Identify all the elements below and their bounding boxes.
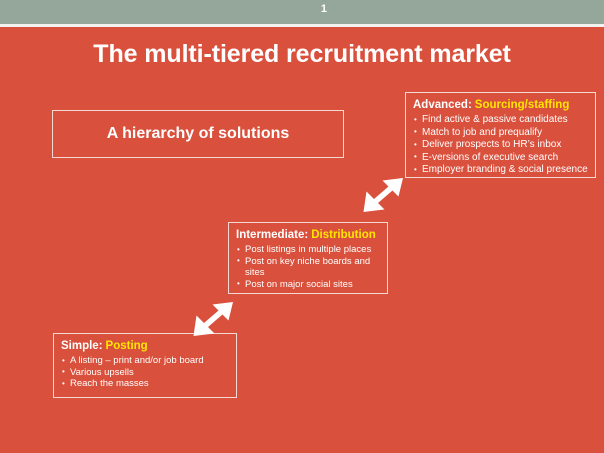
- page-title: The multi-tiered recruitment market: [93, 40, 511, 68]
- list-item: Find active & passive candidates: [413, 114, 588, 127]
- list-item: E-versions of executive search: [413, 151, 588, 165]
- list-item: Employer branding & social presence: [413, 164, 588, 177]
- list-item: Match to job and prequalify: [413, 126, 588, 140]
- tier-heading-intermediate: Intermediate:Distribution: [236, 228, 380, 242]
- tier-kind-simple: Posting: [105, 340, 148, 352]
- list-item: A listing – print and/or job board: [61, 355, 229, 367]
- list-item: Reach the masses: [61, 378, 229, 390]
- arrow-up-right-icon: [362, 176, 406, 214]
- tier-kind-advanced: Sourcing/staffing: [474, 99, 570, 111]
- header-bar: [0, 0, 604, 24]
- list-item: Post on major social sites: [236, 278, 380, 291]
- tier-name-intermediate: Intermediate:: [236, 229, 309, 241]
- list-item: Post listings in multiple places: [236, 244, 380, 256]
- tier-heading-advanced: Advanced:Sourcing/staffing: [413, 98, 588, 112]
- hierarchy-headline-label: A hierarchy of solutions: [106, 125, 290, 142]
- header-divider: [0, 24, 604, 27]
- tier-box-simple: Simple:Posting A listing – print and/or …: [53, 333, 237, 398]
- tier-kind-intermediate: Distribution: [311, 229, 376, 241]
- arrow-up-right-icon: [192, 300, 236, 338]
- tier-bullets-simple: A listing – print and/or job board Vario…: [61, 355, 229, 390]
- tier-box-advanced: Advanced:Sourcing/staffing Find active &…: [405, 92, 596, 178]
- tier-name-advanced: Advanced:: [413, 99, 472, 111]
- tier-bullets-advanced: Find active & passive candidates Match t…: [413, 114, 588, 177]
- list-item: Post on key niche boards and sites: [236, 255, 380, 279]
- hierarchy-headline-box: A hierarchy of solutions: [52, 110, 344, 158]
- tier-box-intermediate: Intermediate:Distribution Post listings …: [228, 222, 388, 294]
- tier-heading-simple: Simple:Posting: [61, 339, 229, 353]
- tier-bullets-intermediate: Post listings in multiple places Post on…: [236, 244, 380, 290]
- tier-name-simple: Simple:: [61, 340, 103, 352]
- list-item: Various upsells: [61, 366, 229, 379]
- page-number: 1: [320, 3, 328, 15]
- list-item: Deliver prospects to HR’s inbox: [413, 139, 588, 152]
